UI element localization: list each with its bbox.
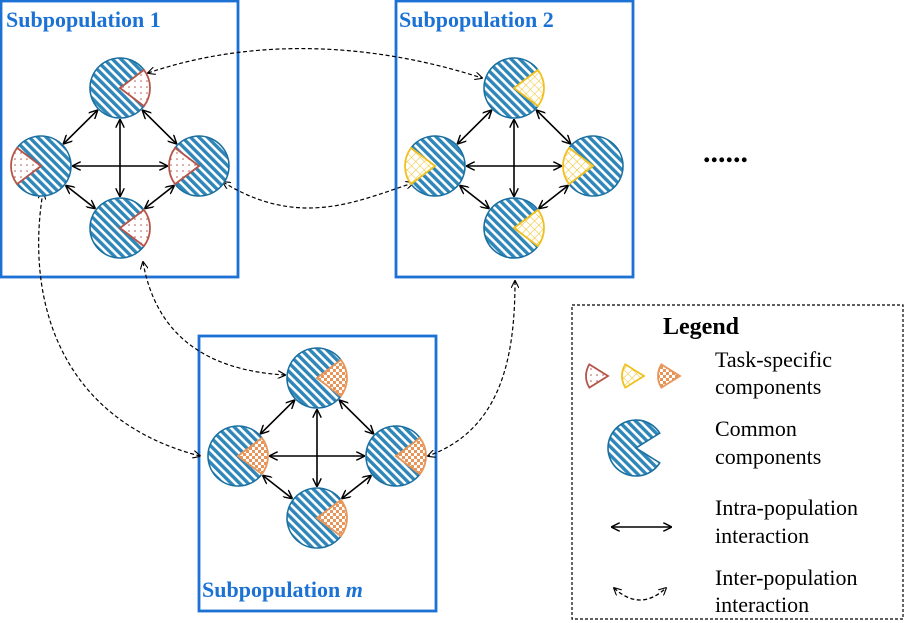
inter-population-arrow-icon (614, 588, 666, 601)
individual-right (365, 425, 427, 487)
common-component (15, 135, 72, 197)
task-specific-component (118, 68, 151, 108)
legend-title: Legend (663, 314, 740, 340)
subpopulation-3-network (207, 347, 427, 549)
common-component (89, 197, 146, 259)
inter-population-arrow (148, 48, 482, 78)
task-sector-icon-1 (585, 363, 610, 389)
subpopulation-2-title: Subpopulation 2 (399, 7, 554, 32)
inter-population-arrow (428, 281, 515, 456)
intra-population-arrow (537, 110, 570, 143)
common-components-icon (607, 419, 661, 477)
subpopulation-1-title: Subpopulation 1 (6, 7, 161, 32)
task-specific-component (315, 358, 348, 398)
task-specific-components-icon (585, 363, 682, 389)
intra-population-arrow (263, 476, 292, 498)
common-component (365, 425, 422, 487)
common-component (286, 487, 343, 549)
individual-right (562, 135, 624, 197)
intra-population-arrow (145, 186, 174, 208)
common-component (483, 197, 540, 259)
legend: Legend Task-specific components Common c… (571, 304, 904, 620)
intra-population-arrow (64, 110, 97, 143)
inter-population-arrow (143, 262, 285, 375)
task-sector-icon-3 (657, 363, 682, 389)
common-component (409, 135, 466, 197)
inter-population-arrow (39, 192, 200, 456)
legend-intra-label: Intra-population interaction (715, 495, 863, 548)
intra-population-arrow (143, 110, 176, 143)
legend-inter-label: Inter-population interaction (715, 565, 863, 617)
task-sector-icon-2 (621, 363, 646, 389)
task-specific-component (512, 208, 545, 248)
more-subpopulations-ellipsis: ...... (703, 136, 748, 169)
individual-left (404, 135, 466, 197)
intra-population-arrow (458, 110, 491, 143)
common-component (286, 347, 343, 409)
legend-common-label: Common components (715, 416, 821, 469)
intra-population-arrow (340, 400, 373, 433)
subpopulation-1-network (10, 57, 230, 259)
individual-left (10, 135, 72, 197)
task-specific-component (236, 436, 269, 476)
task-specific-component (168, 146, 201, 186)
subpopulation-box-2 (394, 0, 635, 279)
task-specific-component (404, 146, 437, 186)
common-component (483, 57, 540, 119)
intra-population-arrow (66, 186, 95, 208)
common-component (567, 135, 624, 197)
legend-task-specific-label: Task-specific components (715, 347, 837, 399)
common-component (173, 135, 230, 197)
individual-top (286, 347, 348, 409)
task-specific-component (315, 498, 348, 538)
common-component (89, 57, 146, 119)
task-specific-component (10, 146, 43, 186)
subpopulation-m-title: Subpopulation m (202, 577, 363, 602)
inter-population-links (39, 48, 515, 456)
intra-population-arrow (460, 186, 489, 208)
individual-left (207, 425, 269, 487)
intra-population-arrow (261, 400, 294, 433)
individual-right (168, 135, 230, 197)
task-specific-component (118, 208, 151, 248)
individual-top (89, 57, 151, 119)
task-specific-component (394, 436, 427, 476)
common-component (207, 425, 264, 487)
task-specific-component (562, 146, 595, 186)
subpopulation-groups (10, 57, 624, 549)
subpopulation-2-network (404, 57, 624, 259)
individual-bottom (89, 197, 151, 259)
intra-population-arrow (342, 476, 371, 498)
individual-top (483, 57, 545, 119)
task-specific-component (512, 68, 545, 108)
subpopulation-box-3 (197, 334, 438, 613)
individual-bottom (286, 487, 348, 549)
intra-population-arrow (539, 186, 568, 208)
common-sector-icon (607, 419, 661, 477)
inter-population-arrow (223, 182, 413, 209)
individual-bottom (483, 197, 545, 259)
